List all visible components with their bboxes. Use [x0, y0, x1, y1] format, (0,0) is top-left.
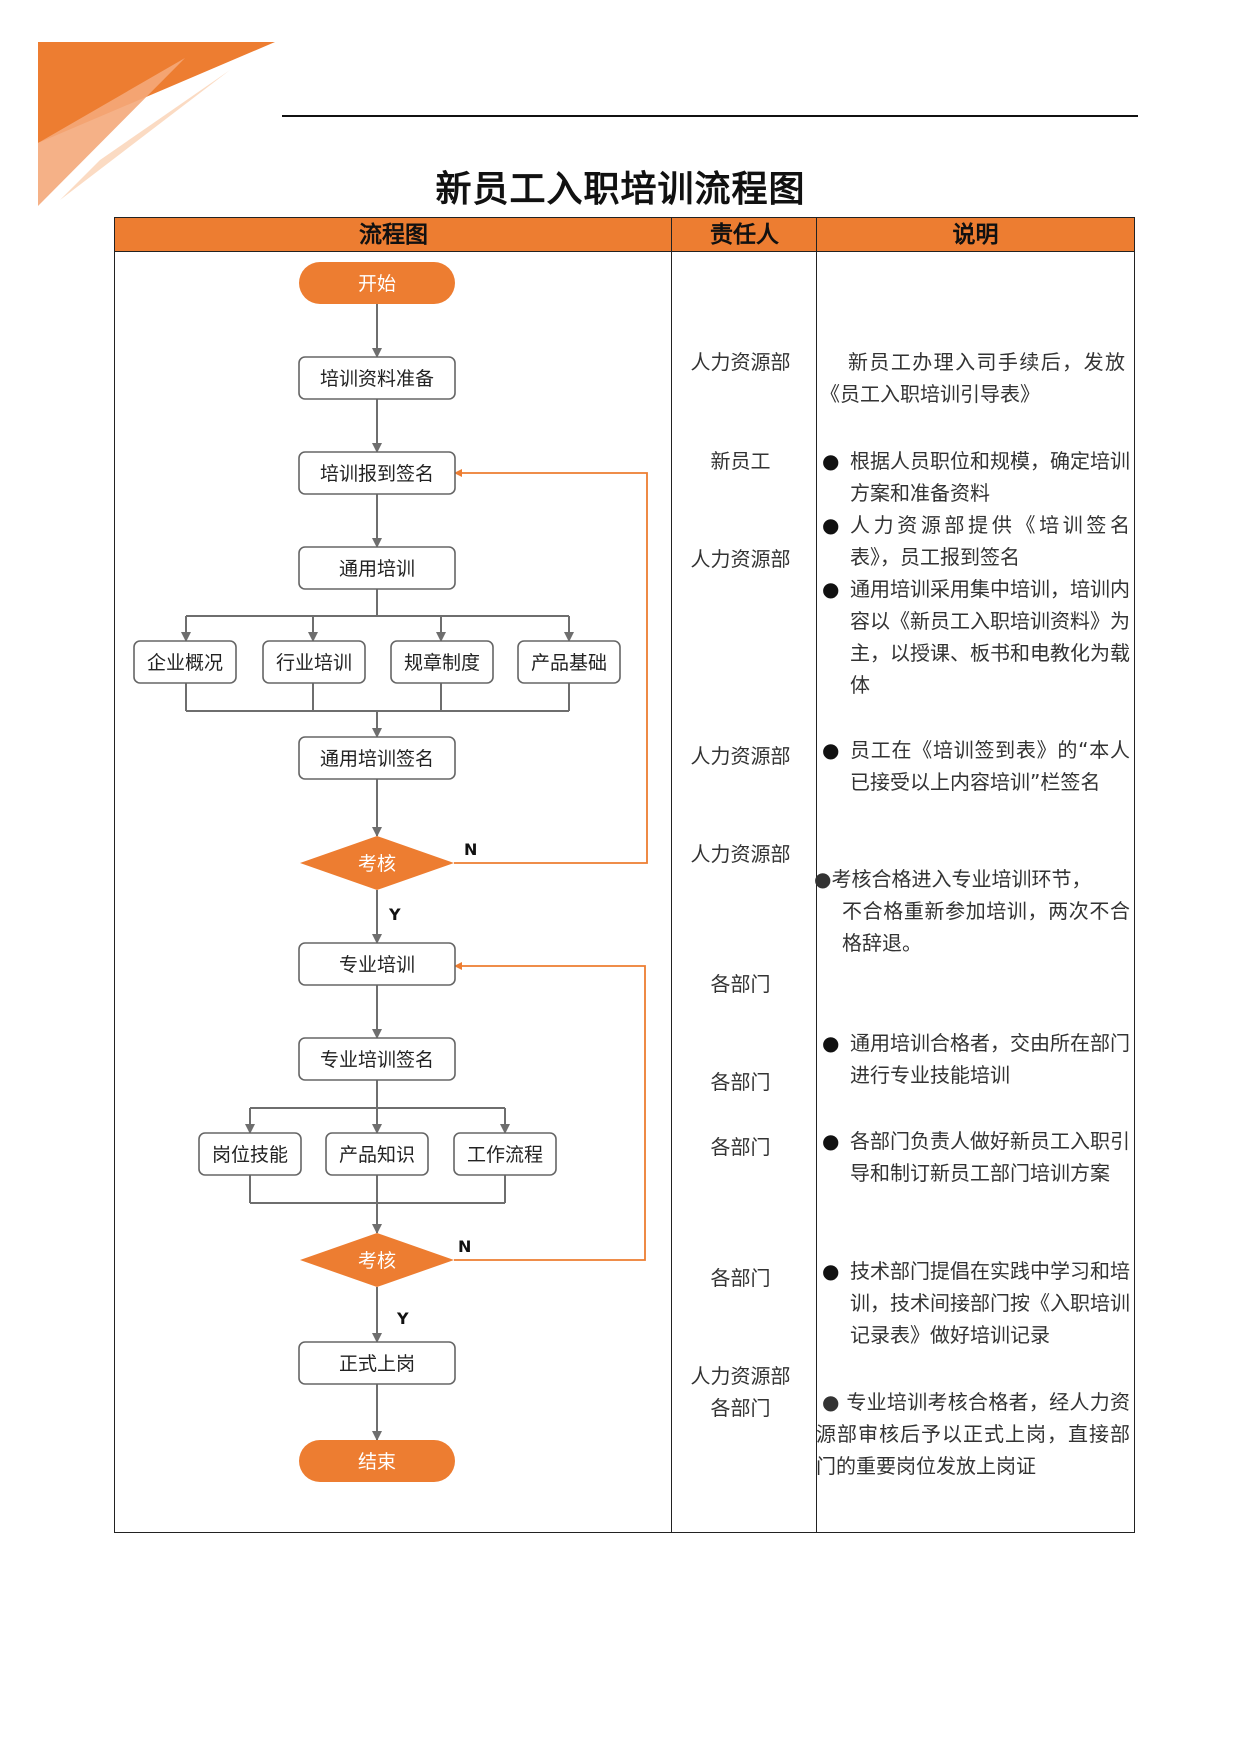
corner-decoration — [38, 42, 275, 206]
responsible-cell: 新员工 — [710, 449, 771, 473]
description-item: ● 通用培训合格者，交由所在部门进行专业技能培训 — [822, 1027, 1130, 1091]
description-d8: 各部门负责人做好新员工入职引导和制订新员工部门培训方案 — [850, 1129, 1130, 1185]
box-branch-3 — [390, 640, 494, 684]
bullet-icon: ● — [822, 577, 840, 601]
checkin-label: 培训报到签名 — [320, 463, 434, 485]
description-d7: 通用培训合格者，交由所在部门进行专业技能培训 — [850, 1031, 1130, 1087]
responsible-cell: 人力资源部 — [690, 547, 791, 571]
retry-loop-1 — [454, 469, 648, 864]
box-checkin — [298, 451, 456, 495]
responsible-cell: 人力资源部 — [690, 744, 791, 768]
description-item: ● 技术部门提倡在实践中学习和培训，技术间接部门按《入职培训记录表》做好培训记录 — [822, 1255, 1130, 1351]
responsible-cell: 人力资源部 — [690, 350, 791, 374]
description-d3: 人力资源部提供《培训签名表》，员工报到签名 — [850, 513, 1130, 569]
branch-label: 产品基础 — [531, 652, 607, 674]
bullet-icon: ● — [822, 1129, 840, 1153]
bullet-icon: ● — [822, 1031, 840, 1055]
branch-label: 规章制度 — [404, 652, 480, 674]
box-prep — [298, 356, 456, 400]
header-responsible: 责任人 — [672, 218, 817, 252]
general-sign-label: 通用培训签名 — [320, 748, 434, 770]
description-item: ●考核合格进入专业培训环节， 不合格重新参加培训，两次不合格辞退。 — [814, 863, 1130, 959]
box-branch-2 — [262, 640, 366, 684]
description-item: ● 根据人员职位和规模，确定培训方案和准备资料 — [822, 445, 1130, 509]
column-divider-2 — [816, 218, 817, 1532]
box-sbranch-3 — [453, 1132, 557, 1176]
bullet-icon: ● — [822, 738, 840, 762]
header-rule — [282, 115, 1138, 117]
retry-loop-2 — [454, 962, 646, 1261]
yes-label: Y — [396, 1309, 409, 1328]
responsible-cell: 人力资源部 — [690, 1364, 791, 1388]
box-general-sign — [298, 736, 456, 780]
description-d6b: 不合格重新参加培训，两次不合格辞退。 — [842, 899, 1130, 955]
description-item: ● 各部门负责人做好新员工入职引导和制订新员工部门培训方案 — [822, 1125, 1130, 1189]
column-divider-1 — [671, 218, 672, 1532]
responsible-cell: 各部门 — [710, 1266, 771, 1290]
branch-label: 行业培训 — [276, 652, 352, 674]
sbranch-label: 工作流程 — [467, 1144, 543, 1166]
sbranch-label: 产品知识 — [339, 1144, 415, 1166]
bullet-icon: ● — [814, 867, 832, 891]
exam-label: 考核 — [358, 853, 396, 875]
box-branch-1 — [133, 640, 237, 684]
bullet-icon: ● — [822, 513, 840, 537]
description-d4: 通用培训采用集中培训，培训内容以《新员工入职培训资料》为主，以授课、板书和电教化… — [850, 577, 1130, 697]
responsible-cell: 人力资源部 — [690, 842, 791, 866]
yes-label: Y — [388, 905, 401, 924]
description-item: ● 人力资源部提供《培训签名表》，员工报到签名 — [822, 509, 1130, 573]
bullet-icon: ● — [822, 1390, 840, 1414]
no-label: N — [458, 1237, 471, 1256]
exam-label: 考核 — [358, 1250, 396, 1272]
flow-table: 流程图 责任人 说明 — [114, 217, 1135, 1533]
box-branch-4 — [517, 640, 621, 684]
bullet-icon: ● — [822, 1259, 840, 1283]
responsible-cell: 各部门 — [710, 1135, 771, 1159]
header-description: 说明 — [817, 218, 1134, 252]
decision-exam-2: 考核 — [300, 1233, 454, 1287]
box-specialized — [298, 942, 456, 986]
description-item: ● 通用培训采用集中培训，培训内容以《新员工入职培训资料》为主，以授课、板书和电… — [822, 573, 1130, 701]
decision-exam-1: 考核 — [300, 836, 454, 890]
description-item: ● 员工在《培训签到表》的“本人已接受以上内容培训”栏签名 — [822, 734, 1130, 798]
box-specialized-sign — [298, 1037, 456, 1081]
end-label: 结束 — [358, 1451, 396, 1473]
description-text: 新员工办理入司手续后，发放《员工入职培训引导表》 — [820, 346, 1125, 410]
onboard-label: 正式上岗 — [339, 1353, 415, 1375]
description-item: ● 专业培训考核合格者，经人力资源部审核后予以正式上岗，直接部门的重要岗位发放上… — [816, 1386, 1130, 1482]
specialized-label: 专业培训 — [339, 954, 415, 976]
box-sbranch-2 — [325, 1132, 429, 1176]
description-d9: 技术部门提倡在实践中学习和培训，技术间接部门按《入职培训记录表》做好培训记录 — [850, 1259, 1130, 1347]
responsible-cell: 各部门 — [710, 972, 771, 996]
box-general — [298, 546, 456, 590]
end-node: 结束 — [299, 1440, 455, 1482]
box-sbranch-1 — [198, 1132, 302, 1176]
start-label: 开始 — [358, 273, 396, 295]
no-label: N — [464, 840, 477, 859]
description-d6: 考核合格进入专业培训环节， — [831, 867, 1092, 891]
specialized-sign-label: 专业培训签名 — [320, 1049, 434, 1071]
responsible-cell: 各部门 — [710, 1070, 771, 1094]
bullet-icon: ● — [822, 449, 840, 473]
box-onboard — [298, 1341, 456, 1385]
responsible-cell: 各部门 — [710, 1396, 771, 1420]
header-flow: 流程图 — [115, 218, 672, 252]
start-node: 开始 — [299, 262, 455, 304]
description-d2: 根据人员职位和规模，确定培训方案和准备资料 — [850, 449, 1130, 505]
sbranch-label: 岗位技能 — [212, 1144, 288, 1166]
description-d10: 专业培训考核合格者，经人力资源部审核后予以正式上岗，直接部门的重要岗位发放上岗证 — [816, 1390, 1131, 1478]
description-d1: 新员工办理入司手续后，发放《员工入职培训引导表》 — [820, 350, 1125, 406]
prep-label: 培训资料准备 — [320, 368, 434, 390]
branch-label: 企业概况 — [147, 652, 223, 674]
description-d5: 员工在《培训签到表》的“本人已接受以上内容培训”栏签名 — [850, 738, 1130, 794]
general-label: 通用培训 — [339, 558, 415, 580]
page-title: 新员工入职培训流程图 — [435, 169, 806, 210]
